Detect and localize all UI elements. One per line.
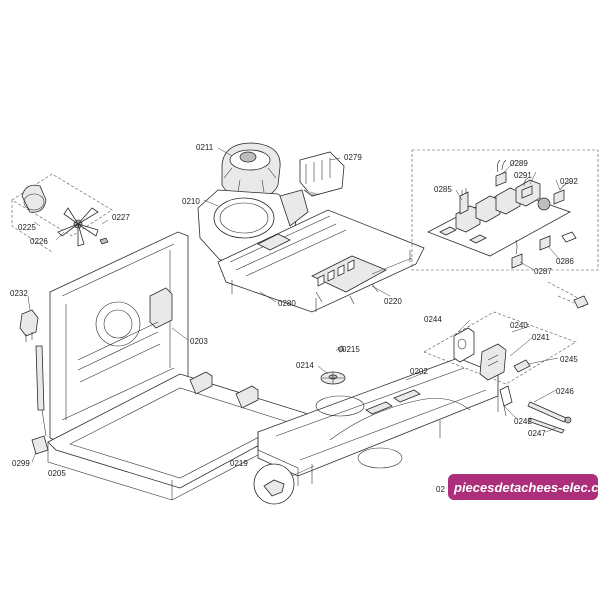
label-0214: 0214 [296, 361, 314, 370]
label-0203: 0203 [190, 337, 208, 346]
power-module-part[interactable] [311, 255, 387, 305]
fan-blade-part[interactable] [57, 207, 99, 247]
rod-0247-part[interactable] [527, 417, 565, 434]
label-0245: 0245 [560, 355, 578, 364]
sensor-cable-part[interactable] [547, 231, 589, 309]
label-0240: 0240 [510, 321, 528, 330]
label-0241: 0241 [532, 333, 550, 342]
door-lock-box [423, 311, 577, 385]
door-lock-0240-part[interactable] [453, 327, 475, 363]
fan-nut-part[interactable] [99, 237, 109, 245]
watermark-banner: piecesdetachees-elec.com [448, 474, 600, 500]
leader-lines [27, 147, 561, 463]
label-0246: 0246 [556, 387, 574, 396]
magnifier-0219 [253, 463, 315, 505]
label-0232: 0232 [10, 289, 28, 298]
label-0210: 0210 [182, 197, 200, 206]
switch-0245-part[interactable] [513, 359, 531, 373]
connector-0286-part[interactable] [539, 235, 551, 251]
connector-0292-part[interactable] [553, 181, 571, 205]
label-0211: 0211 [196, 143, 214, 152]
watermark-background [448, 474, 598, 500]
connector-0285-part[interactable] [459, 188, 469, 215]
label-0204: 02 [436, 485, 445, 494]
label-0202: 0202 [410, 367, 428, 376]
label-0287: 0287 [534, 267, 552, 276]
label-0220: 0220 [384, 297, 402, 306]
connector-0287-part[interactable] [511, 239, 523, 269]
label-0215: 0215 [342, 345, 360, 354]
label-0226: 0226 [30, 237, 48, 246]
heating-element-0299-part[interactable] [31, 345, 49, 455]
label-0299: 0299 [12, 459, 30, 468]
label-0289: 0289 [510, 159, 528, 168]
label-0280: 0280 [278, 299, 296, 308]
label-0219: 0219 [230, 459, 248, 468]
spring-0215-part[interactable] [337, 345, 345, 353]
rod-0246-part[interactable] [527, 401, 572, 424]
label-0227: 0227 [112, 213, 130, 222]
fan-group-box [11, 173, 113, 253]
connector-0291-part[interactable] [521, 177, 533, 199]
latch-0241-part[interactable] [479, 343, 507, 381]
lock-hook-0242-part[interactable] [499, 385, 513, 417]
label-0242: 0242 [514, 417, 532, 426]
watermark-text: piecesdetachees-elec.com [453, 480, 600, 495]
label-0247: 0247 [528, 429, 546, 438]
label-0285: 0285 [434, 185, 452, 194]
label-0291: 0291 [514, 171, 532, 180]
top-housing-part[interactable] [217, 209, 425, 313]
label-0286: 0286 [556, 257, 574, 266]
fan-motor-part[interactable] [221, 142, 281, 200]
filter-module-part[interactable] [299, 151, 345, 197]
thermostat-0232-part[interactable] [19, 309, 39, 342]
bottom-plate-part[interactable] [257, 357, 499, 486]
label-0225: 0225 [18, 223, 36, 232]
label-0244: 0244 [424, 315, 442, 324]
convection-motor-part[interactable] [21, 184, 47, 213]
label-0279: 0279 [344, 153, 362, 162]
connector-0289-part[interactable] [495, 159, 507, 187]
fan-wheel-0214-part[interactable] [320, 371, 346, 385]
part-labels: 0211 0279 0210 0227 0225 0226 0232 0203 … [10, 143, 578, 494]
control-board-detail-box [371, 149, 599, 275]
label-0292: 0292 [560, 177, 578, 186]
label-0205: 0205 [48, 469, 66, 478]
